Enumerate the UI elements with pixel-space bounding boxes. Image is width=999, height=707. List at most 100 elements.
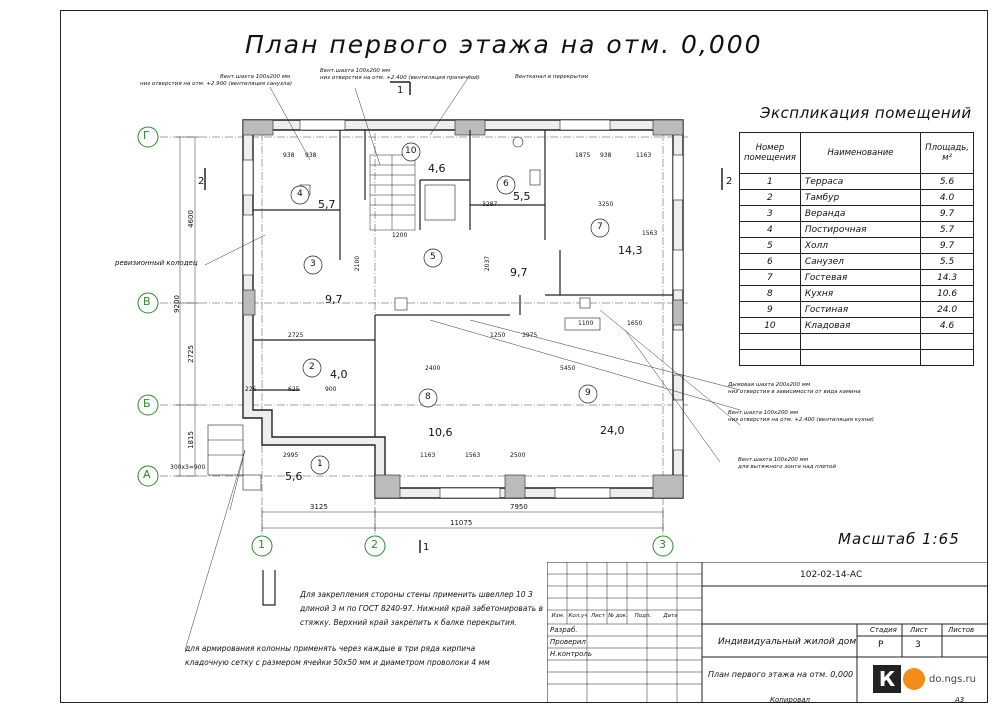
room-9-area: 24,0 <box>600 424 625 437</box>
col-header-name: Наименование <box>799 132 922 174</box>
stamp-col-list: Лист <box>591 613 605 619</box>
dim-inner-12: 2500 <box>510 452 526 459</box>
dim-inner-22: 1650 <box>627 320 643 327</box>
row-name: Кладовая <box>799 317 922 334</box>
annotation-vent-kitchen: Вент.шахта 100х200 мм низ отверстия на о… <box>728 410 874 423</box>
stamp-project: Индивидуальный жилой дом <box>718 637 857 647</box>
porch-dimension: 300х3=900 <box>170 464 206 471</box>
dim-inner-7: 1563 <box>642 230 658 237</box>
row-area: 10.6 <box>920 285 974 302</box>
stamp-stage-label: Стадия <box>870 626 897 634</box>
row-area: 24.0 <box>920 301 974 318</box>
outer-walls <box>242 119 684 499</box>
windows <box>242 119 684 499</box>
axis-label-1: 1 <box>258 538 265 551</box>
section-markers <box>204 81 723 553</box>
dim-left-3: 1815 <box>186 431 195 449</box>
row-name: Кухня <box>799 285 922 302</box>
row-name: Гостиная <box>799 301 922 318</box>
axis-label-2: 2 <box>371 538 378 551</box>
logo-orange-icon <box>903 668 925 690</box>
room-8-area: 10,6 <box>428 426 453 439</box>
note-channel-fix: Для закрепления стороны стены применить … <box>300 590 544 627</box>
table-row-empty <box>739 349 974 366</box>
explication-table-wrap: Номер помещения Наименование Площадь, м²… <box>739 132 974 366</box>
row-number: 3 <box>739 205 801 222</box>
row-name: Санузел <box>799 253 922 270</box>
drawing-frame <box>60 10 988 703</box>
dim-bottom-1: 3125 <box>310 503 328 511</box>
room-10-area: 4,6 <box>428 162 446 175</box>
room-2-number: 2 <box>309 362 315 372</box>
row-number: 6 <box>739 253 801 270</box>
dim-inner-5: 1163 <box>636 152 652 159</box>
dim-inner-21: 1100 <box>578 320 594 327</box>
scale-label: Масштаб 1:65 <box>838 530 960 548</box>
annotation-vent-channel: Вентканал в перекрытии <box>515 74 589 80</box>
room-10-number: 10 <box>405 146 417 156</box>
room-1-number: 1 <box>317 459 323 469</box>
watermark-logo: К do.ngs.ru <box>873 660 991 698</box>
dim-inner-1: 938 <box>283 152 295 159</box>
dim-bottom-total: 11075 <box>450 519 473 527</box>
dim-inner-14: 1163 <box>420 452 436 459</box>
row-area: 9.7 <box>920 237 974 254</box>
stamp-sheet: 3 <box>915 640 921 650</box>
room-6-number: 6 <box>503 179 509 189</box>
annotation-vent-laundry: Вент.шахта 100х200 мм низ отверстия на о… <box>320 68 480 81</box>
table-row-empty <box>739 333 974 350</box>
dim-inner-3: 1875 <box>575 152 591 159</box>
axis-bubbles <box>137 126 674 557</box>
explication-title: Экспликация помещений <box>760 104 972 122</box>
row-number: 9 <box>739 301 801 318</box>
note-column-reinforce: для армирования колонны применять через … <box>185 644 490 667</box>
section-mark-top: 1 <box>397 85 404 96</box>
dim-inner-19: 2100 <box>354 255 362 272</box>
row-name: Постирочная <box>799 221 922 238</box>
dim-inner-24: 900 <box>325 386 337 393</box>
axis-lines <box>160 120 690 545</box>
row-area: 5.6 <box>920 173 974 190</box>
explication-table: Номер помещения Наименование Площадь, м²… <box>739 132 974 366</box>
annotation-vent-hood: Вент.шахта 100х200 мм для вытяжного зонт… <box>738 457 836 470</box>
room-7-number: 7 <box>597 222 603 232</box>
watermark-text: do.ngs.ru <box>929 673 976 685</box>
dim-inner-23: 625 <box>288 386 300 393</box>
logo-k-icon: К <box>873 665 901 693</box>
dim-bottom-2: 7950 <box>510 503 528 511</box>
room-4-area: 5,7 <box>318 198 336 211</box>
row-name: Веранда <box>799 205 922 222</box>
row-name: Терраса <box>799 173 922 190</box>
room-markers <box>290 142 610 475</box>
dim-inner-25: 225 <box>245 386 257 393</box>
dim-inner-13: 1563 <box>465 452 481 459</box>
stamp-role-proveril: Проверил <box>550 638 586 646</box>
section-mark-bottom: 1 <box>423 542 430 553</box>
dim-inner-20: 1200 <box>392 232 408 239</box>
stamp-copied: Копировал <box>770 696 810 704</box>
row-name: Гостевая <box>799 269 922 286</box>
stamp-col-izm: Изм. <box>551 613 565 619</box>
dim-inner-2: 938 <box>305 152 317 159</box>
row-area: 4.0 <box>920 189 974 206</box>
leader-lines <box>184 74 741 651</box>
staircase <box>369 154 416 231</box>
dim-inner-4: 938 <box>600 152 612 159</box>
annotation-revision-well: ревизионный колодец <box>115 259 198 267</box>
col-header-area: Площадь, м² <box>920 132 974 174</box>
stamp-code: 102-02-14-АС <box>800 570 863 580</box>
dim-inner-15: 2995 <box>283 452 299 459</box>
dim-inner-11: 5450 <box>560 365 576 372</box>
annotation-vent-sanuzel: Вент.шахта 100х200 мм низ отверстия на о… <box>140 74 292 87</box>
row-number: 5 <box>739 237 801 254</box>
stamp-sheets-label: Листов <box>948 626 975 634</box>
